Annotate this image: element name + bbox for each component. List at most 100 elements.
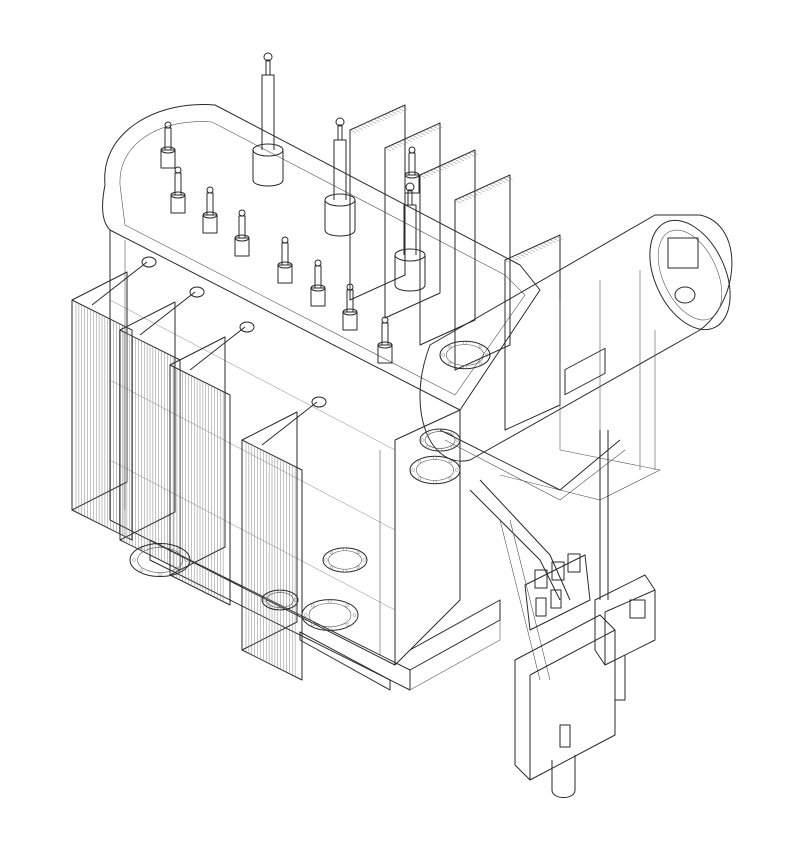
left-radiator-bank [71, 256, 157, 541]
back-radiator-bank [419, 149, 478, 346]
flange-bolt [328, 626, 332, 631]
flange-inner [445, 344, 485, 366]
flange-bolt [176, 548, 181, 552]
flange-bolt [158, 543, 162, 548]
bushing-base [234, 237, 250, 257]
flange-bolt [447, 361, 452, 366]
radiator-fin [556, 236, 563, 240]
back-radiator-bank [504, 234, 563, 431]
flange-bolt [420, 438, 425, 442]
radiator-fin [508, 258, 515, 262]
flange-bolt [176, 568, 181, 572]
flange-bolt [303, 613, 308, 617]
radiator-fin [395, 143, 402, 147]
bushing-top [277, 261, 293, 269]
flange-bolt [447, 344, 452, 349]
radiator-fin [398, 107, 405, 112]
radiator-fin [443, 163, 451, 168]
radiator-fin [402, 139, 409, 144]
radiator-fin [468, 152, 475, 157]
radiator-fin [356, 126, 363, 131]
control-box-lower [514, 347, 616, 798]
radiator-fin [440, 165, 447, 169]
flange-ring [322, 547, 368, 573]
radiator-fin [496, 181, 503, 185]
bushing [277, 236, 293, 284]
back-radiator-bank [454, 174, 513, 371]
flange-bolt [352, 613, 357, 617]
flange-bolt [463, 365, 467, 369]
flange-bolt [329, 550, 334, 555]
radiator-fin [377, 117, 384, 121]
flange-bolt [278, 589, 282, 594]
radiator-fin [549, 239, 556, 243]
flange [419, 428, 461, 452]
tank-body [109, 230, 461, 666]
flange-inner [415, 459, 455, 481]
hv-bushing-cap [335, 117, 345, 127]
flange-bolt [356, 565, 361, 570]
radiator-fin [489, 184, 496, 188]
flange-bolt [425, 445, 430, 449]
flange-bolt [184, 558, 188, 562]
radiator-fin [461, 156, 468, 160]
radiator-fin [511, 256, 518, 261]
bushing-top [234, 234, 250, 242]
flanges [129, 340, 491, 631]
left-radiator-bank [241, 396, 327, 681]
radiator-fin [419, 132, 426, 136]
flange-bolt [345, 603, 349, 608]
flange-ring [409, 455, 461, 485]
flange-bolt [411, 468, 415, 472]
hv-bushing-terminal [265, 59, 271, 75]
hv-bushing-terminal [407, 189, 413, 205]
bushing-base [377, 344, 393, 364]
flange-bolt [311, 603, 315, 608]
flange-bolt [450, 431, 455, 435]
flange-bolt [478, 344, 483, 349]
radiator-fin [542, 242, 549, 247]
flange-bolt [328, 599, 332, 604]
left-radiator-banks [71, 256, 327, 681]
bushing-cap [206, 186, 214, 194]
radiator-fin [532, 247, 539, 251]
radiator-valve [141, 256, 157, 268]
radiator-side [119, 301, 176, 541]
bushing-cap [346, 283, 354, 291]
radiator-fin [391, 111, 398, 115]
radiator-fin [482, 187, 489, 191]
radiator-fin [349, 129, 357, 134]
bushing-cap [238, 209, 246, 217]
radiator-fin [471, 151, 478, 155]
bushing [377, 316, 393, 364]
flange-bolt [289, 592, 293, 596]
radiator-fin [458, 198, 465, 202]
radiator-fin [454, 199, 462, 204]
radiator-fin [553, 237, 560, 242]
flange-bolt [455, 438, 460, 442]
bushing-base [160, 149, 176, 169]
radiator-fin [522, 251, 529, 256]
radiator-fin [535, 245, 543, 250]
radiator-fin [450, 160, 458, 165]
bushing [310, 259, 326, 307]
flange-bolt [267, 592, 271, 596]
bushing-base [202, 214, 218, 234]
radiator-fin [401, 106, 408, 110]
radiator-fin [539, 244, 546, 248]
bushing [234, 209, 250, 257]
radiator-fin [384, 114, 391, 118]
radiator-fin [472, 191, 479, 196]
radiator-fin [457, 157, 464, 162]
radiator-side [504, 234, 561, 431]
hv-bushing-cap [405, 182, 415, 192]
hv-bushing-rim [394, 248, 426, 262]
flange-bolt [139, 568, 144, 572]
radiator-side [71, 271, 128, 511]
radiator-side [349, 104, 406, 301]
flange-bolt [311, 622, 315, 627]
flange-bolt [433, 480, 437, 484]
hv-bushing-rim [252, 143, 284, 157]
flange-bolt [441, 353, 445, 357]
back-radiator-banks [349, 104, 563, 431]
